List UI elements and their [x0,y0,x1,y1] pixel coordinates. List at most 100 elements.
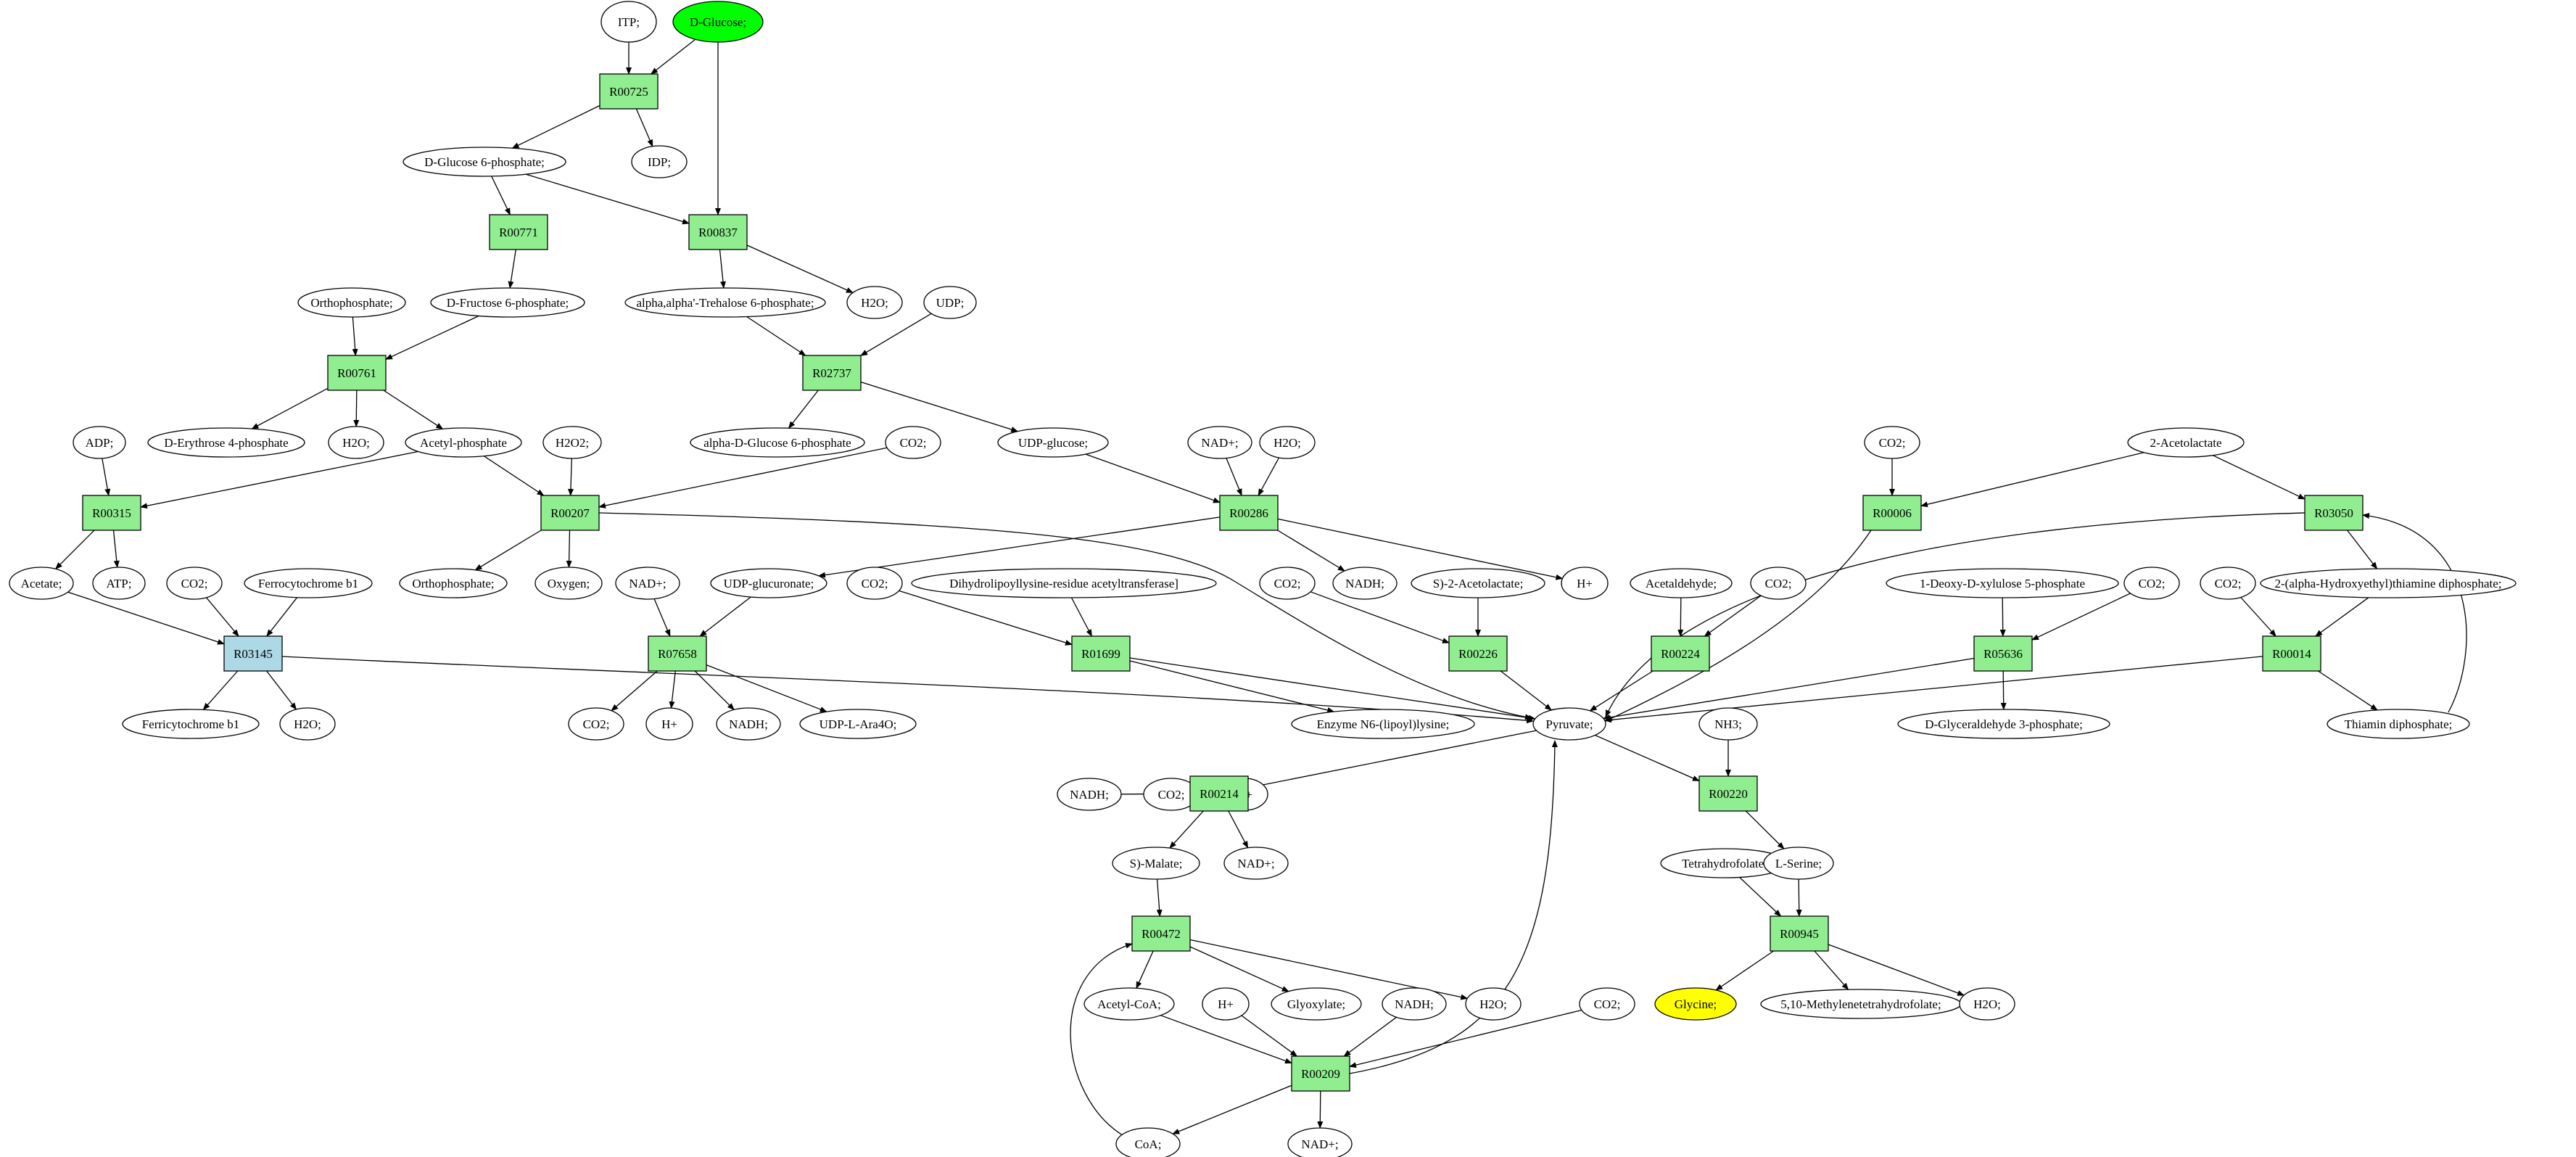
reaction-node-r00771[interactable]: R00771 [489,214,548,250]
metabolite-node-t6p[interactable]: alpha,alpha'-Trehalose 6-phosphate; [624,287,826,318]
metabolite-node-e4p[interactable]: D-Erythrose 4-phosphate [147,427,305,458]
reaction-node-r00224[interactable]: R00224 [1651,635,1710,672]
metabolite-node-h2o-a[interactable]: H2O; [846,286,903,319]
metabolite-node-nad-a[interactable]: NAD+; [1187,426,1252,459]
metabolite-node-g6p[interactable]: D-Glucose 6-phosphate; [402,147,566,177]
metabolite-node-f6p[interactable]: D-Fructose 6-phosphate; [430,287,585,318]
metabolite-ellipse [645,707,693,741]
metabolite-node-nad-d[interactable]: NAD+; [1287,1127,1353,1157]
metabolite-node-co2-d[interactable]: CO2; [846,567,903,600]
metabolite-node-ferro[interactable]: Ferrocytochrome b1 [244,568,373,598]
reaction-node-r00315[interactable]: R00315 [82,495,141,531]
reaction-box [1071,635,1131,672]
reaction-node-r07658[interactable]: R07658 [648,635,707,672]
metabolite-node-ferri[interactable]: Ferricytochrome b1 [122,709,260,739]
metabolite-node-nh3[interactable]: NH3; [1698,707,1758,741]
metabolite-node-h2o-f[interactable]: H2O; [1959,987,2015,1021]
metabolite-ellipse [1271,987,1362,1021]
metabolite-node-hplus-b[interactable]: H+ [645,707,693,741]
metabolite-node-ag6p[interactable]: alpha-D-Glucose 6-phosphate [690,427,865,458]
metabolite-node-hetpp[interactable]: 2-(alpha-Hydroxyethyl)thiamine diphospha… [2260,568,2517,598]
metabolite-node-h2o-b[interactable]: H2O; [328,426,384,459]
metabolite-node-udpgluc[interactable]: UDP-glucuronate; [710,568,827,598]
reaction-node-r00837[interactable]: R00837 [688,214,748,250]
metabolite-node-acp[interactable]: Acetyl-phosphate [405,427,522,458]
metabolite-label: Acetyl-CoA; [1097,997,1161,1011]
metabolite-node-h2o2[interactable]: H2O2; [542,426,602,459]
reaction-node-r00214[interactable]: R00214 [1189,775,1249,812]
metabolite-node-ga3p[interactable]: D-Glyceraldehyde 3-phosphate; [1897,709,2110,739]
metabolite-node-udp[interactable]: UDP; [923,286,977,319]
reaction-node-r00220[interactable]: R00220 [1698,775,1758,812]
metabolite-node-acetate[interactable]: Acetate; [9,567,74,600]
metabolite-node-nadh-b[interactable]: NADH; [716,707,781,741]
metabolite-node-dglc[interactable]: D-Glucose; [672,1,764,43]
metabolite-node-salac[interactable]: S)-2-Acetolactate; [1411,568,1545,598]
reaction-node-r00226[interactable]: R00226 [1448,635,1508,672]
metabolite-node-pyr[interactable]: Pyruvate; [1532,707,1606,741]
metabolite-node-co2-h[interactable]: CO2; [2200,567,2256,600]
metabolite-node-atp[interactable]: ATP; [92,567,146,600]
metabolite-node-co2-i[interactable]: CO2; [568,707,624,741]
metabolite-node-co2-b[interactable]: CO2; [1864,426,1920,459]
reaction-node-r02737[interactable]: R02737 [802,355,862,391]
metabolite-node-enzlip[interactable]: Enzyme N6-(lipoyl)lysine; [1291,709,1475,739]
metabolite-node-nadh-d[interactable]: NADH; [1382,987,1447,1021]
metabolite-node-hplus-d[interactable]: H+ [1202,987,1250,1021]
metabolite-node-nad-b[interactable]: NAD+; [615,567,680,600]
metabolite-label: NAD+; [1201,436,1238,450]
reaction-node-r00945[interactable]: R00945 [1770,915,1829,952]
metabolite-label: CO2; [2139,577,2166,590]
reaction-node-r01699[interactable]: R01699 [1071,635,1131,672]
reaction-node-r00286[interactable]: R00286 [1219,495,1279,531]
metabolite-node-co2-c[interactable]: CO2; [166,567,223,600]
reaction-node-r03145[interactable]: R03145 [223,635,283,672]
metabolite-node-h2o-d[interactable]: H2O; [279,707,336,741]
metabolite-node-nad-c[interactable]: NAD+; [1223,847,1289,880]
metabolite-node-idp[interactable]: IDP; [631,145,688,178]
metabolite-node-mthf[interactable]: 5,10-Methylenetetrahydrofolate; [1760,989,1962,1019]
metabolite-node-glyox[interactable]: Glyoxylate; [1271,987,1362,1021]
reaction-node-r00207[interactable]: R00207 [540,495,600,531]
edge-r-r03050-to-m-pyr [1605,512,2305,717]
metabolite-node-oxy[interactable]: Oxygen; [534,567,603,600]
reaction-node-r03050[interactable]: R03050 [2304,495,2364,531]
reaction-node-r00761[interactable]: R00761 [327,355,387,391]
metabolite-node-udpg[interactable]: UDP-glucose; [997,427,1109,458]
reaction-node-r00209[interactable]: R00209 [1291,1055,1350,1092]
metabolite-node-dihydro[interactable]: Dihydrolipoyllysine-residue acetyltransf… [911,568,1217,598]
metabolite-node-co2-a[interactable]: CO2; [885,426,941,459]
metabolite-node-accoa[interactable]: Acetyl-CoA; [1083,987,1175,1021]
reaction-node-r00725[interactable]: R00725 [599,73,659,110]
metabolite-node-nadh-c[interactable]: NADH; [1057,778,1122,811]
metabolite-node-hplus-a[interactable]: H+ [1561,567,1609,600]
metabolite-node-co2-f[interactable]: CO2; [1750,567,1807,600]
metabolite-node-h2o-c[interactable]: H2O; [1259,426,1316,459]
metabolite-node-dxp[interactable]: 1-Deoxy-D-xylulose 5-phosphate [1886,568,2119,598]
metabolite-node-pi1[interactable]: Orthophosphate; [297,287,406,318]
metabolite-node-acetald[interactable]: Acetaldehyde; [1630,568,1733,598]
metabolite-node-itp[interactable]: ITP; [600,1,657,43]
reaction-node-r05636[interactable]: R05636 [1973,635,2033,672]
metabolite-node-alac[interactable]: 2-Acetolactate [2127,427,2245,458]
metabolite-node-tpp[interactable]: Thiamin diphosphate; [2327,709,2470,739]
metabolite-node-adp[interactable]: ADP; [73,426,126,459]
reaction-node-r00006[interactable]: R00006 [1862,495,1922,531]
metabolite-node-co2-g[interactable]: CO2; [2123,567,2180,600]
metabolite-node-co2-k[interactable]: CO2; [1579,987,1635,1021]
metabolite-node-nadh-a[interactable]: NADH; [1332,567,1398,600]
metabolite-node-gly[interactable]: Glycine; [1654,987,1737,1021]
metabolite-node-smalate[interactable]: S)-Malate; [1112,847,1200,880]
metabolite-node-ser[interactable]: L-Serine; [1763,847,1834,880]
metabolite-node-co2-e[interactable]: CO2; [1259,567,1316,600]
reaction-node-r00472[interactable]: R00472 [1131,915,1191,952]
metabolite-node-thf[interactable]: Tetrahydrofolate; [1660,848,1789,878]
metabolite-ellipse [631,145,688,178]
metabolite-node-co2-j[interactable]: CO2; [1143,778,1200,811]
metabolite-node-h2o-e[interactable]: H2O; [1465,987,1522,1021]
metabolite-node-udpara[interactable]: UDP-L-Ara4O; [799,709,917,739]
metabolite-node-coa[interactable]: CoA; [1115,1127,1181,1157]
metabolite-node-pi2[interactable]: Orthophosphate; [399,568,508,598]
reaction-node-r00014[interactable]: R00014 [2262,635,2321,672]
edge-m-dihydro-to-r-r01699 [1070,597,1092,637]
